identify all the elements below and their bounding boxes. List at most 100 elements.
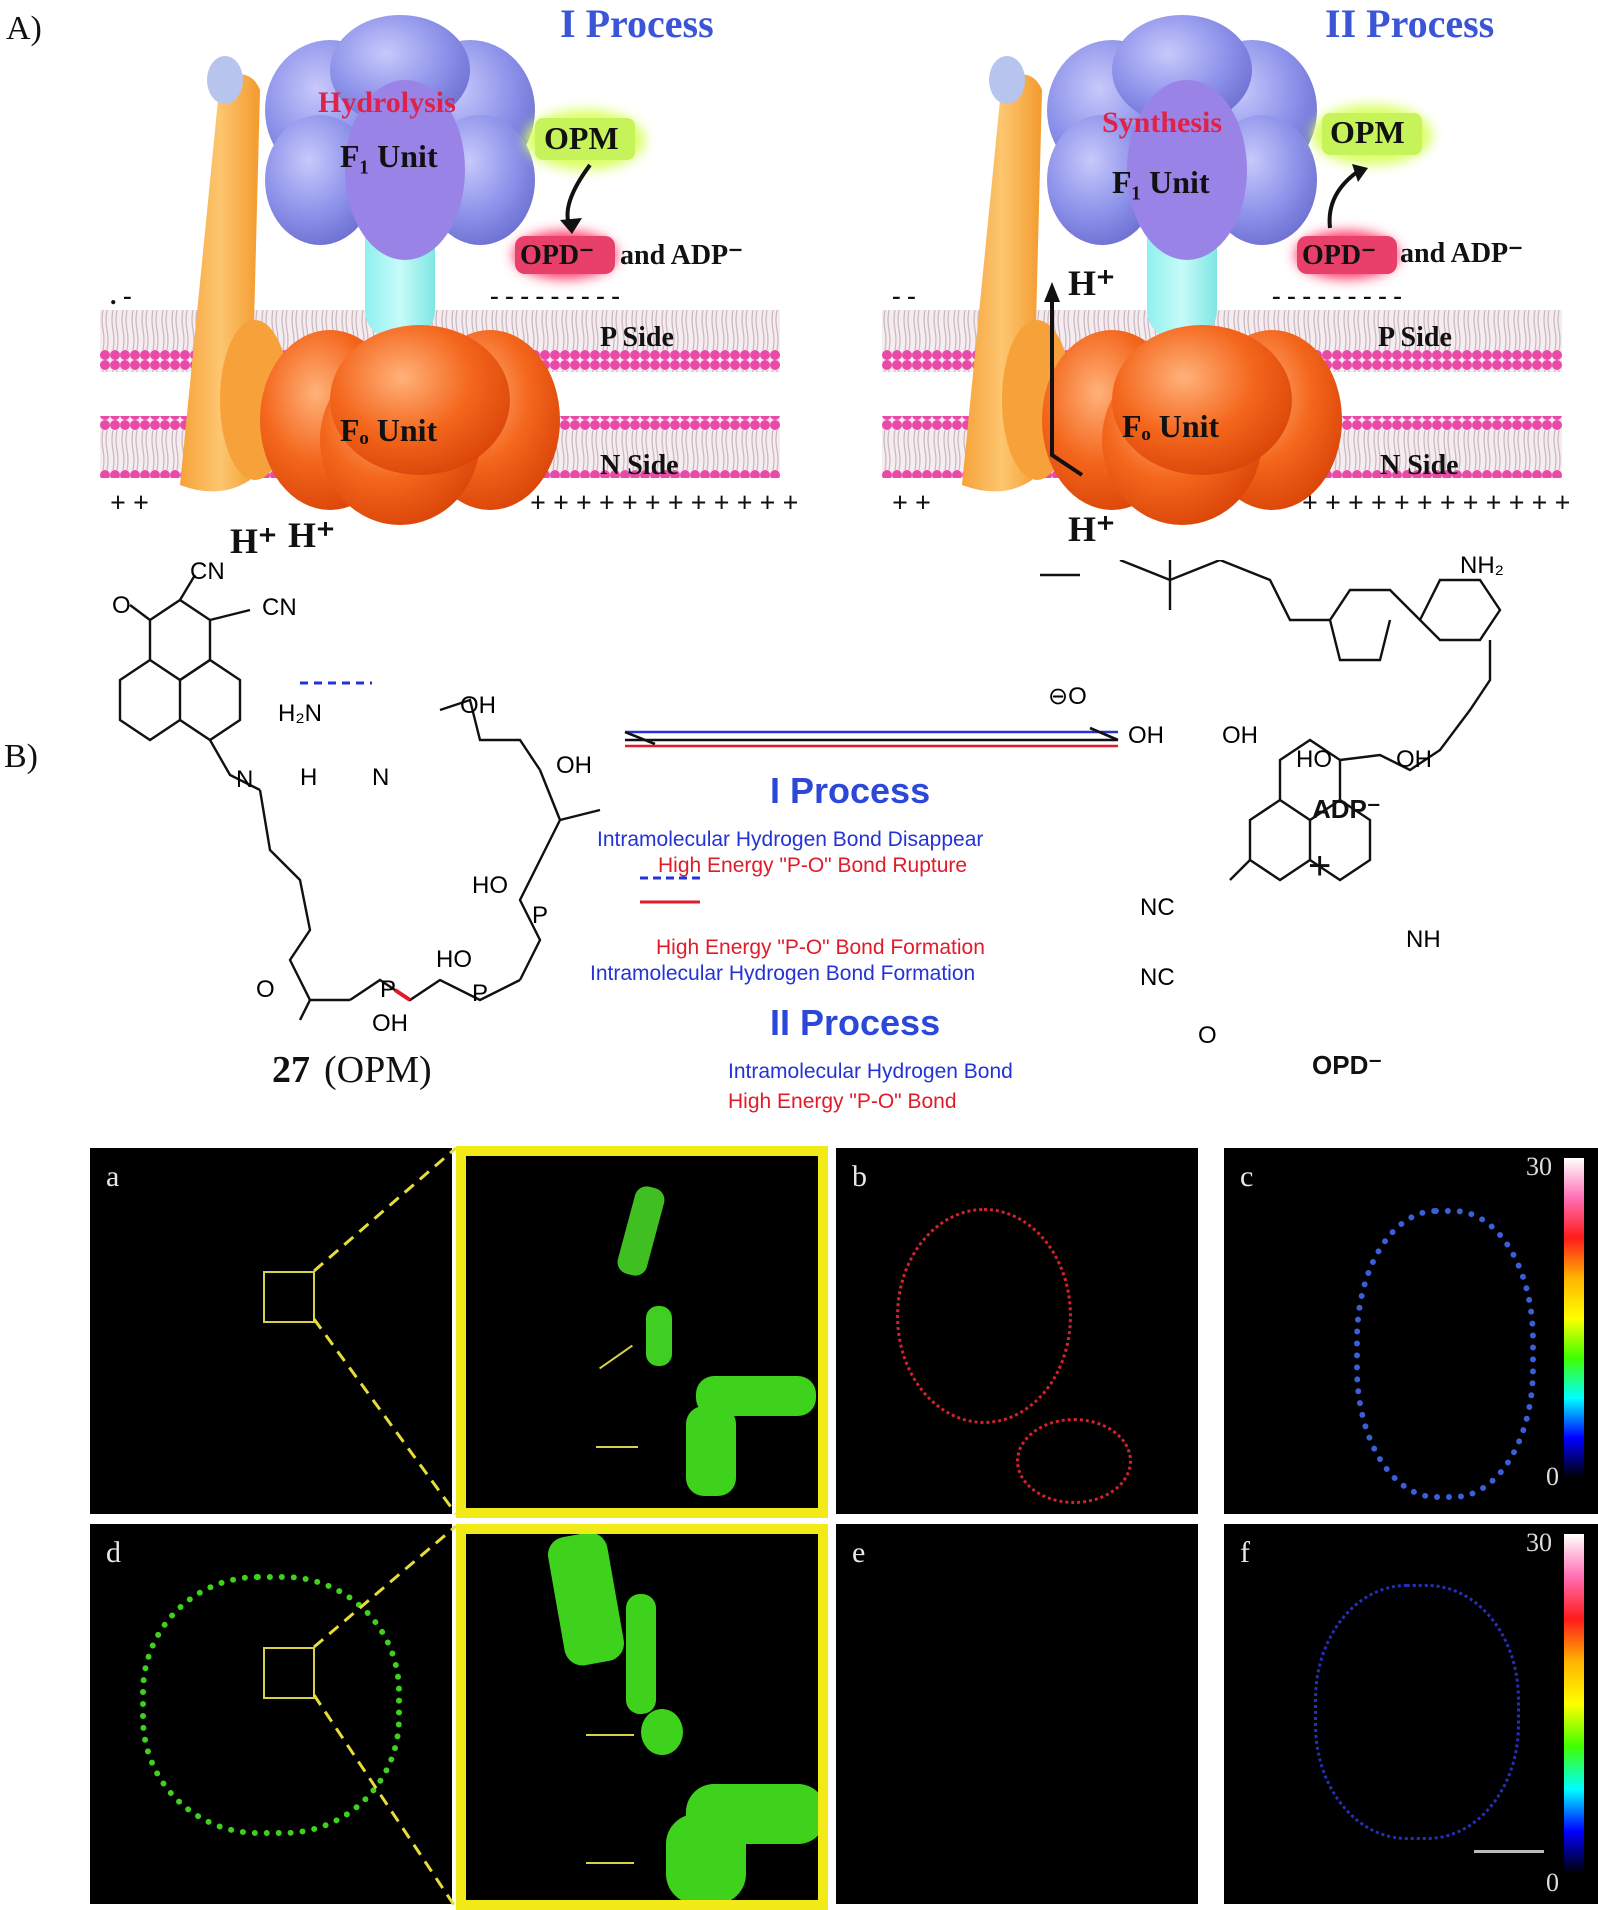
scale-bar bbox=[1474, 1850, 1544, 1853]
fo-unit bbox=[260, 325, 560, 525]
left-proton-2: H⁺ bbox=[288, 515, 336, 555]
compound-name: (OPM) bbox=[324, 1049, 432, 1091]
svg-text:- -: - - bbox=[892, 281, 916, 310]
atom-nh-opd: NH bbox=[1406, 926, 1441, 953]
svg-text:. -: . - bbox=[110, 281, 132, 310]
legend-dashed-label: Intramolecular Hydrogen Bond bbox=[728, 1060, 1013, 1083]
left-adp-label: and ADP⁻ bbox=[620, 240, 743, 271]
zoom-box-a bbox=[263, 1271, 315, 1323]
svg-text:+ +: + + bbox=[110, 488, 149, 519]
svg-text:+ +: + + bbox=[892, 488, 931, 519]
micrograph-a-label: a bbox=[106, 1160, 120, 1193]
left-process-title: I Process bbox=[560, 1, 714, 46]
svg-text:- - - - - - - - -: - - - - - - - - - bbox=[1272, 281, 1402, 310]
atom-p-2: P bbox=[472, 980, 489, 1007]
panel-b-letter: B) bbox=[4, 738, 38, 775]
left-atp-synthase: . - - - - - - - - - - + + + + + + + + + … bbox=[100, 15, 798, 525]
atom-p-1: P bbox=[532, 902, 549, 929]
scale-min-label-c: 0 bbox=[1546, 1462, 1559, 1491]
right-process-title: II Process bbox=[1325, 1, 1495, 46]
panel-a-diagram: . - - - - - - - - - - + + + + + + + + + … bbox=[100, 15, 1570, 525]
equilibrium-arrows bbox=[624, 726, 1119, 748]
right-n-side: N Side bbox=[1380, 450, 1459, 481]
atom-o-carbonyl: O bbox=[256, 976, 275, 1003]
adp-structure bbox=[1040, 560, 1502, 662]
left-p-side: P Side bbox=[600, 322, 674, 353]
atom-ho-2: HO bbox=[436, 946, 472, 973]
micrograph-e: e bbox=[836, 1524, 1198, 1904]
panel-b-diagram bbox=[118, 560, 1502, 1021]
left-opd-label: OPD⁻ bbox=[520, 240, 594, 271]
atom-oh-adp-1: OH bbox=[1128, 722, 1164, 749]
right-atp-synthase: - - - - - - - - - - - + + + + + + + + + … bbox=[882, 15, 1570, 525]
proton-path-arrow-icon bbox=[1050, 300, 1084, 477]
opd-structure bbox=[1229, 640, 1492, 882]
atom-n-amine: N bbox=[236, 766, 254, 793]
atom-h-bond: H bbox=[300, 764, 318, 791]
micrograph-b-label: b bbox=[852, 1160, 867, 1193]
atom-o-minus-adp: ⊖O bbox=[1048, 683, 1087, 710]
left-opm-label: OPM bbox=[544, 120, 619, 156]
forward-line-1: Intramolecular Hydrogen Bond Disappear bbox=[597, 828, 984, 851]
atom-n-adenine: N bbox=[372, 764, 390, 791]
arrow-icon bbox=[599, 1344, 633, 1370]
micrograph-d: d bbox=[90, 1524, 452, 1904]
right-opd-label: OPD⁻ bbox=[1302, 240, 1376, 271]
up-arrow-icon bbox=[1327, 168, 1362, 229]
zoom-box-d bbox=[263, 1647, 315, 1699]
reverse-line-1: High Energy "P-O" Bond Formation bbox=[656, 936, 985, 959]
micrograph-d-label: d bbox=[106, 1536, 121, 1569]
atom-oh-adp-3: OH bbox=[1396, 746, 1432, 773]
micrograph-c-label: c bbox=[1240, 1160, 1254, 1193]
scale-max-label-c: 30 bbox=[1526, 1152, 1552, 1181]
atom-h2n: H₂N bbox=[278, 700, 322, 727]
left-n-side: N Side bbox=[600, 450, 679, 481]
atom-ho-adp: HO bbox=[1296, 746, 1332, 773]
color-scale-bar bbox=[1564, 1534, 1584, 1874]
right-proton-bottom: H⁺ bbox=[1068, 509, 1116, 549]
arrow-icon bbox=[596, 1446, 638, 1448]
left-f1-action: Hydrolysis bbox=[318, 86, 456, 119]
arrow-icon bbox=[586, 1734, 634, 1736]
right-adp-label: and ADP⁻ bbox=[1400, 238, 1523, 269]
atom-nc-2: NC bbox=[1140, 964, 1175, 991]
atom-nh2-adp: NH₂ bbox=[1460, 552, 1504, 579]
atom-ho-1: HO bbox=[472, 872, 508, 899]
micrograph-e-label: e bbox=[852, 1536, 866, 1569]
right-f1-unit: F₁ Unit bbox=[1112, 164, 1210, 200]
atom-oh-adp-2: OH bbox=[1222, 722, 1258, 749]
right-fo-unit: Fₒ Unit bbox=[1122, 408, 1220, 444]
legend-solid-label: High Energy "P-O" Bond bbox=[728, 1090, 957, 1113]
down-arrow-icon bbox=[565, 163, 592, 228]
panel-a-letter: A) bbox=[6, 10, 42, 47]
forward-line-2: High Energy "P-O" Bond Rupture bbox=[658, 854, 968, 877]
p-o-bond-red bbox=[393, 988, 412, 1002]
atom-cn-1: CN bbox=[190, 558, 225, 585]
reverse-line-2: Intramolecular Hydrogen Bond Formation bbox=[590, 962, 976, 985]
micrograph-a-zoom bbox=[456, 1146, 828, 1518]
micrograph-a: a bbox=[90, 1148, 452, 1514]
left-proton-1: H⁺ bbox=[230, 521, 278, 561]
svg-text:+ + + + + + + + + + + +: + + + + + + + + + + + + bbox=[530, 488, 798, 519]
atom-p-3: P bbox=[380, 976, 397, 1003]
left-f1-unit: F₁ Unit bbox=[340, 138, 438, 174]
right-f1-action: Synthesis bbox=[1102, 106, 1223, 139]
atom-cn-2: CN bbox=[262, 594, 297, 621]
right-proton-top: H⁺ bbox=[1068, 263, 1116, 303]
svg-text:+ + + + + + + + + + + +: + + + + + + + + + + + + bbox=[1302, 488, 1570, 519]
left-fo-unit: Fₒ Unit bbox=[340, 412, 438, 448]
micrograph-c: c 30 0 bbox=[1224, 1148, 1598, 1514]
opm-structure bbox=[118, 574, 601, 1021]
process-1-label: I Process bbox=[770, 770, 931, 811]
svg-text:- - - - - - - - -: - - - - - - - - - bbox=[490, 281, 620, 310]
color-scale-bar bbox=[1564, 1158, 1584, 1478]
micrograph-f-label: f bbox=[1240, 1536, 1250, 1569]
right-opm-label: OPM bbox=[1330, 114, 1405, 150]
micrograph-b: b bbox=[836, 1148, 1198, 1514]
atom-oh-2: OH bbox=[556, 752, 592, 779]
stalk-cap-icon bbox=[207, 56, 243, 104]
atom-nc-1: NC bbox=[1140, 894, 1175, 921]
opd-label: OPD⁻ bbox=[1312, 1050, 1383, 1080]
adp-label: ADP⁻ bbox=[1312, 794, 1381, 824]
atom-o-ketone: O bbox=[112, 592, 131, 619]
